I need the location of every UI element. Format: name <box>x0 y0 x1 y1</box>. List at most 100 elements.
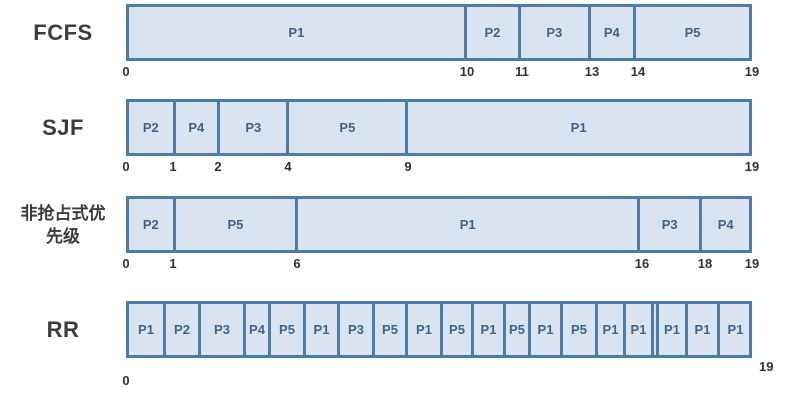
time-tick: 1 <box>169 159 177 174</box>
segment-label: P5 <box>339 120 356 135</box>
gantt-bar-sjf: P2 P4 P3 P5 P1 <box>126 99 752 156</box>
segment-p5: P5 <box>563 304 598 355</box>
segment-label: P4 <box>717 217 734 232</box>
segment-label: P5 <box>571 322 587 337</box>
time-tick: 10 <box>459 64 475 79</box>
segment-label: P1 <box>570 120 587 135</box>
segment-p1: P1 <box>720 304 749 355</box>
segment-p5: P5 <box>636 7 749 58</box>
time-tick: 19 <box>744 256 760 271</box>
segment-p4: P4 <box>246 304 271 355</box>
time-tick: 14 <box>630 64 646 79</box>
time-tick: 18 <box>697 256 713 271</box>
algorithm-label-line: SJF <box>42 114 84 140</box>
segment-p1: P1 <box>129 7 467 58</box>
segment-label: P1 <box>138 322 154 337</box>
segment-label: P3 <box>245 120 262 135</box>
segment-label: P4 <box>603 25 620 40</box>
segment-p1: P1 <box>531 304 563 355</box>
segment-p1: P1 <box>129 304 166 355</box>
time-tick: 0 <box>122 373 130 388</box>
segment-p1: P1 <box>474 304 506 355</box>
segment-label: P1 <box>313 322 330 337</box>
segment-p3: P3 <box>521 7 591 58</box>
segment-label: P1 <box>630 322 647 337</box>
segment-p5: P5 <box>375 304 408 355</box>
segment-p1: P1 <box>408 304 443 355</box>
segment-label: P1 <box>480 322 497 337</box>
segment-label: P1 <box>537 322 554 337</box>
segment-p3: P3 <box>340 304 375 355</box>
segment-p1: P1 <box>688 304 720 355</box>
segment-p1: P1 <box>298 199 641 250</box>
segment-p4: P4 <box>176 102 221 153</box>
algorithm-label-line: 非抢占式优 <box>20 203 106 223</box>
segment-label: P1 <box>416 322 432 337</box>
gantt-bar-rr: P1 P2 P3 P4 P5 P1 P3 P5 P1 P5 P1 P5 P1 P5 P1 P1 P1 P1 P1 <box>126 301 752 358</box>
segment-p5: P5 <box>443 304 474 355</box>
segment-label: P1 <box>694 322 711 337</box>
segment-label: P3 <box>214 322 230 337</box>
algorithm-label-sjf: SJF <box>0 99 126 156</box>
gantt-bar-priority: P2 P5 P1 P3 P4 <box>126 196 752 253</box>
segment-label: P2 <box>174 322 190 337</box>
segment-label: P4 <box>249 322 265 337</box>
segment-p1: P1 <box>408 102 749 153</box>
segment-label: P2 <box>484 25 501 40</box>
time-tick: 0 <box>122 159 130 174</box>
time-axis-rr: 0 19 <box>122 360 773 388</box>
segment-label: P2 <box>142 217 159 232</box>
time-axis-sjf: 0 1 2 4 9 19 <box>122 158 759 182</box>
segment-label: P1 <box>288 25 305 40</box>
segment-p1: P1 <box>656 304 688 355</box>
gantt-bar-fcfs: P1 P2 P3 P4 P5 <box>126 4 752 61</box>
time-tick: 19 <box>744 64 760 79</box>
segment-p5: P5 <box>289 102 409 153</box>
segment-label: P5 <box>227 217 244 232</box>
algorithm-label-line: 先级 <box>46 226 80 246</box>
algorithm-label-priority: 非抢占式优先级 <box>0 196 126 253</box>
segment-p5: P5 <box>176 199 299 250</box>
algorithm-label-rr: RR <box>0 301 126 358</box>
segment-p2: P2 <box>166 304 201 355</box>
time-tick: 2 <box>214 159 222 174</box>
algorithm-label-fcfs: FCFS <box>0 4 126 61</box>
segment-label: P5 <box>382 322 398 337</box>
time-tick: 0 <box>122 64 130 79</box>
segment-p4: P4 <box>702 199 749 250</box>
time-tick: 19 <box>744 159 760 174</box>
time-tick: 13 <box>584 64 600 79</box>
algorithm-label-line: FCFS <box>33 19 93 45</box>
segment-label: P4 <box>188 120 205 135</box>
time-tick: 6 <box>293 256 301 271</box>
segment-label: P1 <box>727 322 744 337</box>
time-tick: 0 <box>122 256 130 271</box>
segment-p5: P5 <box>506 304 531 355</box>
segment-label: P5 <box>509 322 525 337</box>
time-tick: 16 <box>634 256 650 271</box>
segment-label: P3 <box>348 322 364 337</box>
time-tick: 1 <box>169 256 177 271</box>
time-tick: 4 <box>284 159 292 174</box>
segment-label: P5 <box>279 322 295 337</box>
segment-p3: P3 <box>201 304 246 355</box>
time-tick: 9 <box>404 159 412 174</box>
segment-label: P3 <box>546 25 563 40</box>
segment-p3: P3 <box>640 199 703 250</box>
segment-label: P1 <box>602 322 619 337</box>
time-tick: 19 <box>759 359 774 374</box>
segment-p5: P5 <box>271 304 306 355</box>
segment-p1: P1 <box>598 304 626 355</box>
segment-p1: P1 <box>306 304 340 355</box>
segment-p2: P2 <box>467 7 522 58</box>
algorithm-label-line: RR <box>46 316 80 342</box>
segment-label: P3 <box>661 217 678 232</box>
segment-label: P2 <box>142 120 159 135</box>
segment-label: P1 <box>459 217 476 232</box>
segment-p3: P3 <box>220 102 290 153</box>
segment-label: P5 <box>684 25 701 40</box>
segment-p2: P2 <box>129 102 176 153</box>
